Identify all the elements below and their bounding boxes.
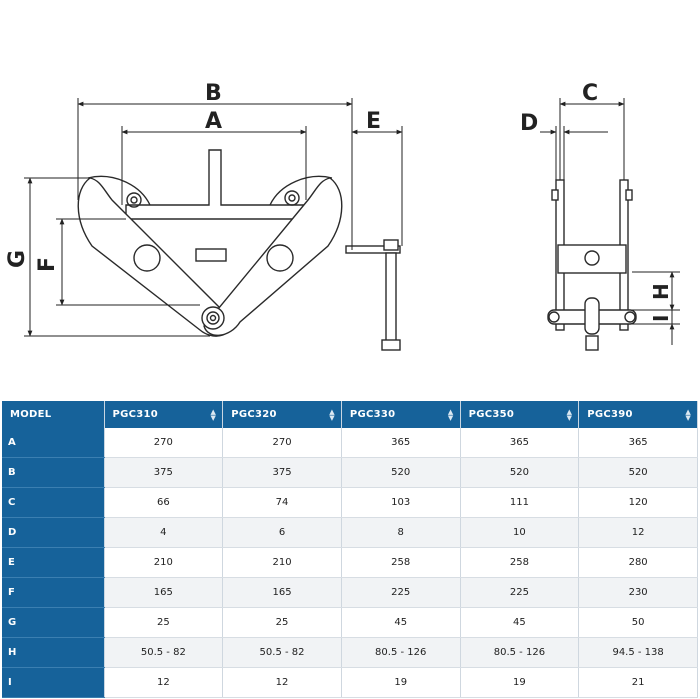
dimension-labels: B A E C D G F H I <box>5 81 673 322</box>
table-cell: 19 <box>460 667 580 698</box>
table-cell: 103 <box>341 487 461 518</box>
side-view <box>547 179 637 351</box>
table-cell: 8 <box>341 517 461 548</box>
label-f: F <box>35 257 60 272</box>
table-cell: 66 <box>104 487 224 518</box>
row-label: H <box>2 637 105 668</box>
spec-table: MODEL PGC310▲▼ PGC320▲▼ PGC330▲▼ PGC350▲… <box>2 401 698 698</box>
table-cell: 45 <box>460 607 580 638</box>
row-label: C <box>2 487 105 518</box>
table-cell: 375 <box>222 457 342 488</box>
table-cell: 111 <box>460 487 580 518</box>
label-b: B <box>205 81 222 106</box>
row-label: G <box>2 607 105 638</box>
sort-arrows-icon[interactable]: ▲▼ <box>685 408 691 422</box>
table-cell: 520 <box>460 457 580 488</box>
table-cell: 165 <box>222 577 342 608</box>
table-cell: 210 <box>104 547 224 578</box>
table-cell: 365 <box>341 428 461 458</box>
row-label: I <box>2 667 105 698</box>
label-e: E <box>366 109 381 134</box>
table-cell: 365 <box>460 428 580 458</box>
table-cell: 270 <box>104 428 224 458</box>
beam-clamp-drawing: B A E C D G F H I <box>5 81 680 351</box>
table-cell: 94.5 - 138 <box>578 637 698 668</box>
row-label: E <box>2 547 105 578</box>
dimension-lines <box>24 98 680 345</box>
table-cell: 270 <box>222 428 342 458</box>
label-c: C <box>582 81 598 106</box>
table-cell: 230 <box>578 577 698 608</box>
table-cell: 50.5 - 82 <box>104 637 224 668</box>
header-col[interactable]: PGC350▲▼ <box>460 401 580 428</box>
sort-arrows-icon[interactable]: ▲▼ <box>566 408 573 422</box>
header-col[interactable]: PGC330▲▼ <box>341 401 461 428</box>
table-cell: 4 <box>104 517 224 548</box>
header-col[interactable]: PGC320▲▼ <box>222 401 342 428</box>
row-label: F <box>2 577 105 608</box>
table-cell: 280 <box>578 547 698 578</box>
table-cell: 80.5 - 126 <box>460 637 580 668</box>
table-cell: 25 <box>104 607 224 638</box>
table-cell: 12 <box>578 517 698 548</box>
sort-arrows-icon[interactable]: ▲▼ <box>329 408 335 422</box>
sort-arrows-icon[interactable]: ▲▼ <box>210 408 217 422</box>
table-cell: 12 <box>222 667 342 698</box>
row-label: A <box>2 428 105 458</box>
table-cell: 10 <box>460 517 580 548</box>
table-cell: 120 <box>578 487 698 518</box>
table-cell: 19 <box>341 667 461 698</box>
table-cell: 225 <box>460 577 580 608</box>
table-cell: 45 <box>341 607 461 638</box>
label-i: I <box>649 315 673 322</box>
label-h: H <box>649 283 673 300</box>
header-col[interactable]: PGC390▲▼ <box>578 401 698 428</box>
row-label: D <box>2 517 105 548</box>
label-d: D <box>520 111 538 136</box>
table-cell: 520 <box>578 457 698 488</box>
table-cell: 258 <box>341 547 461 578</box>
table-header-row: MODEL PGC310▲▼ PGC320▲▼ PGC330▲▼ PGC350▲… <box>2 401 698 428</box>
header-model: MODEL <box>2 401 105 428</box>
table-cell: 258 <box>460 547 580 578</box>
table-cell: 21 <box>578 667 698 698</box>
table-cell: 375 <box>104 457 224 488</box>
table-cell: 50 <box>578 607 698 638</box>
table-cell: 80.5 - 126 <box>341 637 461 668</box>
table-cell: 225 <box>341 577 461 608</box>
table-cell: 50.5 - 82 <box>222 637 342 668</box>
table-cell: 365 <box>578 428 698 458</box>
table-cell: 520 <box>341 457 461 488</box>
table-cell: 25 <box>222 607 342 638</box>
sort-arrows-icon[interactable]: ▲▼ <box>447 408 454 422</box>
row-label: B <box>2 457 105 488</box>
table-cell: 74 <box>222 487 342 518</box>
table-cell: 12 <box>104 667 224 698</box>
label-a: A <box>205 109 222 134</box>
table-cell: 210 <box>222 547 342 578</box>
table-cell: 6 <box>222 517 342 548</box>
label-g: G <box>5 250 30 268</box>
table-cell: 165 <box>104 577 224 608</box>
header-col[interactable]: PGC310▲▼ <box>104 401 224 428</box>
front-view <box>77 149 401 351</box>
